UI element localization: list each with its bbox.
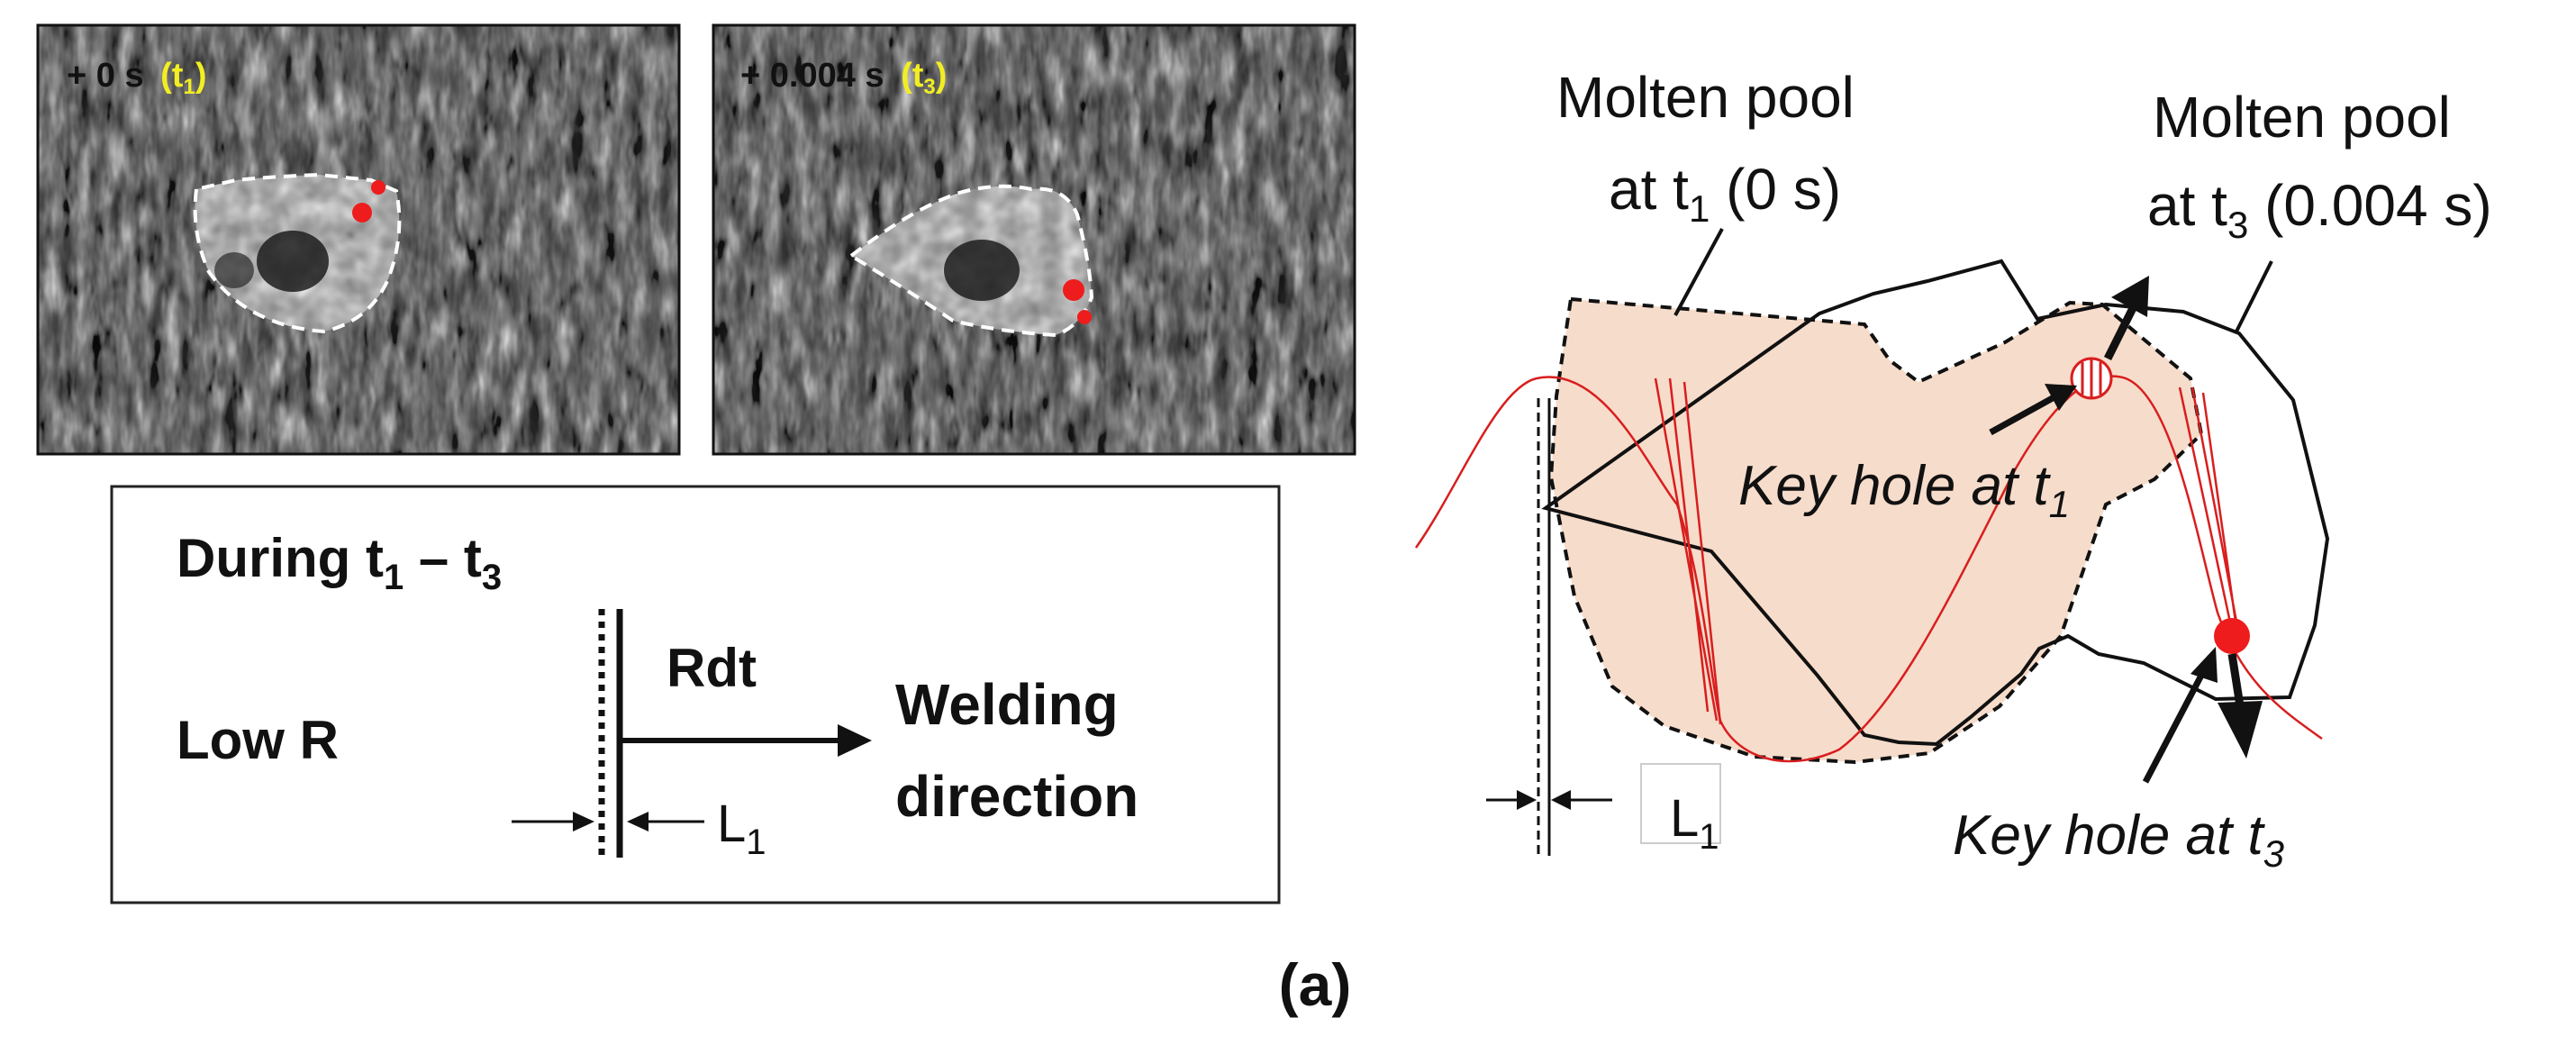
keyhole-t1-motion-arrow-shaft xyxy=(2103,305,2137,361)
schematic-l1-label: L1 xyxy=(1670,789,1719,857)
summary-l1-right-arrow-head xyxy=(627,812,649,831)
schematic-l1-label-box xyxy=(1640,763,1721,844)
keyhole-t3-label: Key hole at t3 xyxy=(1953,804,2284,875)
photo-t1-time-label: + 0 s (t1) xyxy=(67,57,206,99)
keyhole-t3-motion-arrow-head xyxy=(2218,701,2263,759)
summary-condition-label: Low R xyxy=(177,710,339,770)
summary-l1-left-arrow-head xyxy=(573,812,594,831)
photo-t3-pool-outline xyxy=(848,184,1094,338)
pool-t1-shape xyxy=(1548,296,2204,765)
keyhole-t1-label: Key hole at t1 xyxy=(1738,455,2070,525)
photo-t3: + 0.004 s (t3) xyxy=(712,23,1356,456)
summary-rdt-label: Rdt xyxy=(667,638,757,698)
summary-welding-arrow-head xyxy=(838,724,872,757)
photo-t1: + 0 s (t1) xyxy=(36,23,681,456)
photo-t3-time-label: + 0.004 s (t3) xyxy=(740,57,947,99)
oscillation-path-main xyxy=(1414,375,2323,763)
keyhole-t1-pointer-shaft xyxy=(1989,391,2061,436)
keyhole-t1-marker xyxy=(2070,357,2113,400)
photo-t1-keyhole-dot-2 xyxy=(371,180,385,195)
pool-t3-leader-line xyxy=(2234,260,2273,334)
keyhole-t1-pointer-head xyxy=(2045,384,2077,411)
oscillation-path-loop-right xyxy=(2178,386,2241,637)
photo-t1-frame xyxy=(36,23,681,456)
pool-t1-label-line2: at t1 (0 s) xyxy=(1609,157,1841,230)
summary-box-frame xyxy=(110,485,1281,904)
pool-t3-label-line1: Molten pool xyxy=(2153,85,2451,150)
summary-welding-line2: direction xyxy=(895,764,1138,829)
schematic-l1-right-arrow-head xyxy=(1551,790,1571,810)
schematic-l1-left-arrow-head xyxy=(1517,790,1537,810)
photo-t3-frame xyxy=(712,23,1356,456)
photo-t1-keyhole-dot-1 xyxy=(352,203,372,223)
keyhole-t3-pointer-head xyxy=(2191,647,2218,683)
pool-t1-label-line1: Molten pool xyxy=(1556,65,1855,130)
pool-t3-label-line2: at t3 (0.004 s) xyxy=(2147,173,2492,246)
photo-t3-keyhole-dot-1 xyxy=(1063,279,1084,301)
pool-t3-shape xyxy=(1541,259,2330,747)
summary-l1-label: L1 xyxy=(717,795,766,862)
schematic: L1 Molten pool at t1 (0 s) Molten pool xyxy=(1414,65,2492,875)
summary-box: During t1 – t3 Low R Rdt Welding directi… xyxy=(110,485,1281,904)
summary-welding-line1: Welding xyxy=(895,672,1119,737)
keyhole-t3-pointer-shaft xyxy=(2142,667,2209,784)
photo-t3-keyhole-dot-2 xyxy=(1077,310,1092,324)
oscillation-path-loop-left xyxy=(1654,377,1722,725)
keyhole-t1-motion-arrow-head xyxy=(2111,276,2149,317)
pool-t1-leader-line xyxy=(1673,228,1724,316)
summary-heading: During t1 – t3 xyxy=(177,528,502,597)
keyhole-t3-marker xyxy=(2214,618,2250,654)
photo-t1-pool-outline xyxy=(193,172,402,334)
figure-caption: (a) xyxy=(1279,951,1352,1018)
